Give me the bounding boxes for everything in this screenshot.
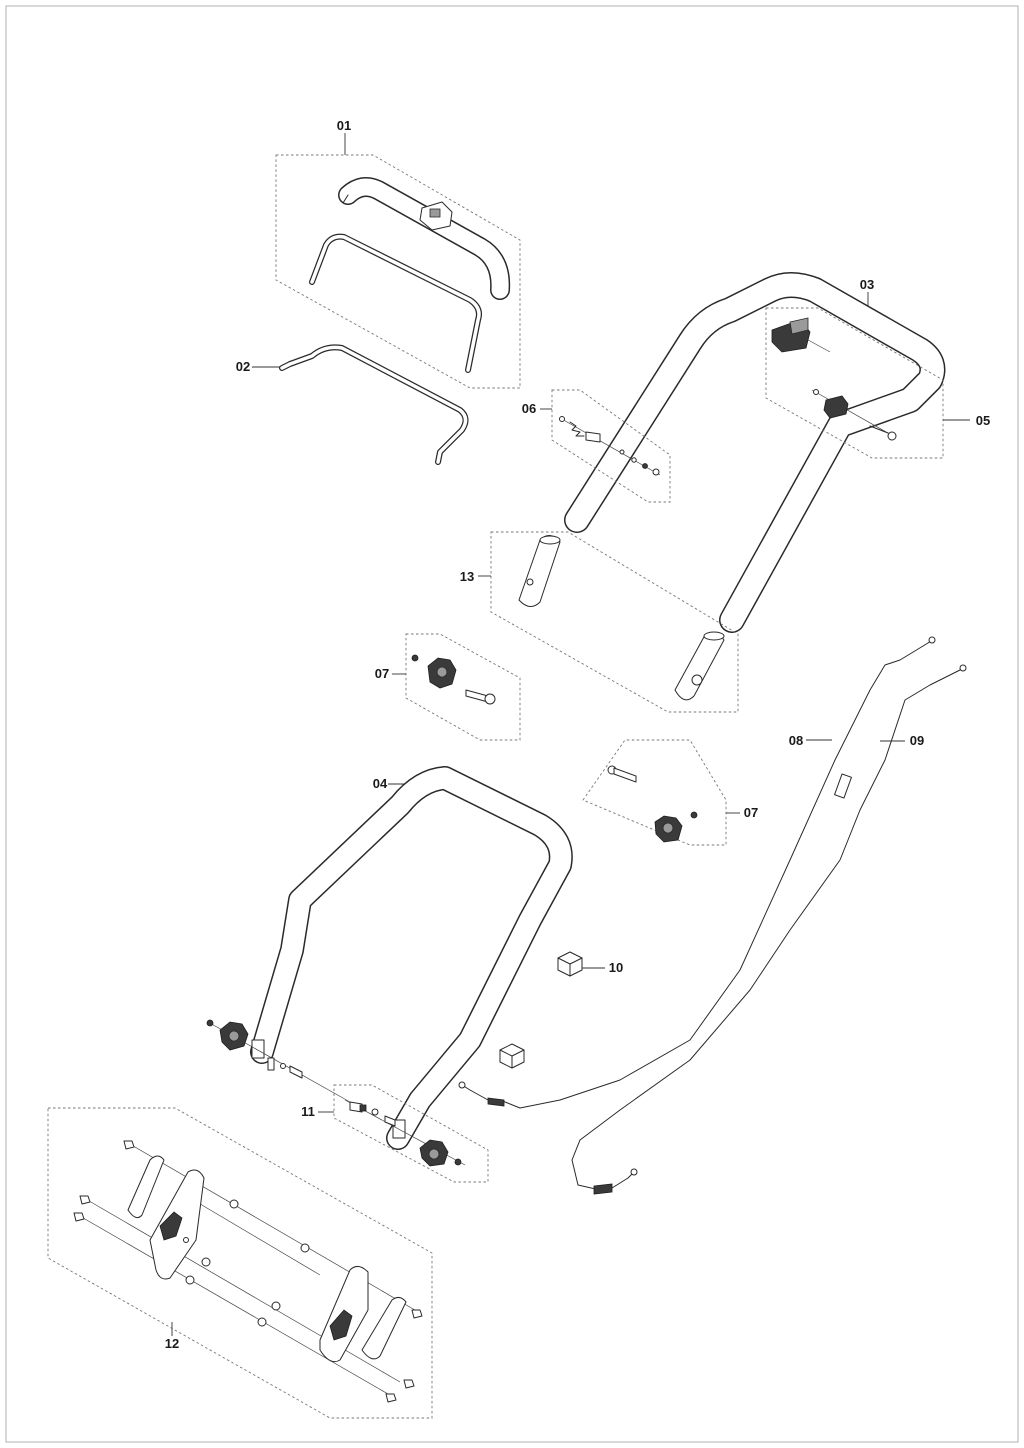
dashed-box-06 bbox=[551, 389, 671, 503]
dashed-box-05 bbox=[765, 307, 944, 459]
assembly-05-cable-clip bbox=[765, 307, 970, 459]
assembly-07-knob-set-upper bbox=[392, 633, 521, 741]
callout-13: 13 bbox=[460, 569, 474, 584]
assembly-13-tube-connectors bbox=[478, 531, 739, 713]
nut-small-05 bbox=[813, 389, 819, 395]
bracket-plate-right-outer bbox=[361, 1296, 407, 1360]
callout-10: 10 bbox=[609, 960, 623, 975]
callout-02: 02 bbox=[236, 359, 250, 374]
callout-06: 06 bbox=[522, 401, 536, 416]
knob-assembly-left bbox=[206, 1019, 351, 1103]
page-border bbox=[5, 5, 1019, 1443]
part-02-bail-wire bbox=[252, 344, 469, 465]
dashed-box-12 bbox=[47, 1107, 433, 1419]
callout-labels: 01 02 03 04 05 06 07 07 08 09 10 11 12 1… bbox=[165, 118, 990, 1351]
part-09-cable bbox=[571, 664, 967, 1195]
handle-foot-left bbox=[251, 1039, 265, 1059]
callout-11: 11 bbox=[301, 1104, 315, 1119]
dashed-box-07b bbox=[582, 739, 727, 846]
dashed-box-13 bbox=[490, 531, 739, 713]
part-03-upper-handle bbox=[564, 272, 946, 633]
dashed-box-01 bbox=[275, 154, 521, 389]
callout-09: 09 bbox=[910, 733, 924, 748]
part-10-cable-clips bbox=[499, 951, 605, 1069]
assembly-11-bolt-knob bbox=[318, 1084, 489, 1183]
bracket-plate-left-outer bbox=[127, 1155, 165, 1219]
switch-button bbox=[429, 208, 441, 218]
assembly-06-spring-set bbox=[540, 389, 671, 503]
assembly-01-handle-grip bbox=[275, 133, 521, 389]
nut-05 bbox=[887, 431, 897, 441]
part-04-lower-handle bbox=[250, 766, 573, 1150]
callout-08: 08 bbox=[789, 733, 803, 748]
callout-03: 03 bbox=[860, 277, 874, 292]
assembly-07-knob-set-lower bbox=[582, 739, 740, 846]
cable-09-adjuster bbox=[834, 773, 852, 799]
callout-04: 04 bbox=[373, 776, 388, 791]
part-08-cable bbox=[458, 636, 936, 1109]
callout-05: 05 bbox=[976, 413, 990, 428]
assembly-12-mounting-brackets bbox=[47, 1107, 433, 1419]
callout-12: 12 bbox=[165, 1336, 179, 1351]
dashed-box-07a bbox=[405, 633, 521, 741]
cable-guide-05 bbox=[823, 395, 849, 419]
connector-lower bbox=[674, 631, 725, 701]
connector-upper bbox=[518, 535, 561, 607]
callout-01: 01 bbox=[337, 118, 351, 133]
callout-07-lower: 07 bbox=[744, 805, 758, 820]
callout-07-upper: 07 bbox=[375, 666, 389, 681]
